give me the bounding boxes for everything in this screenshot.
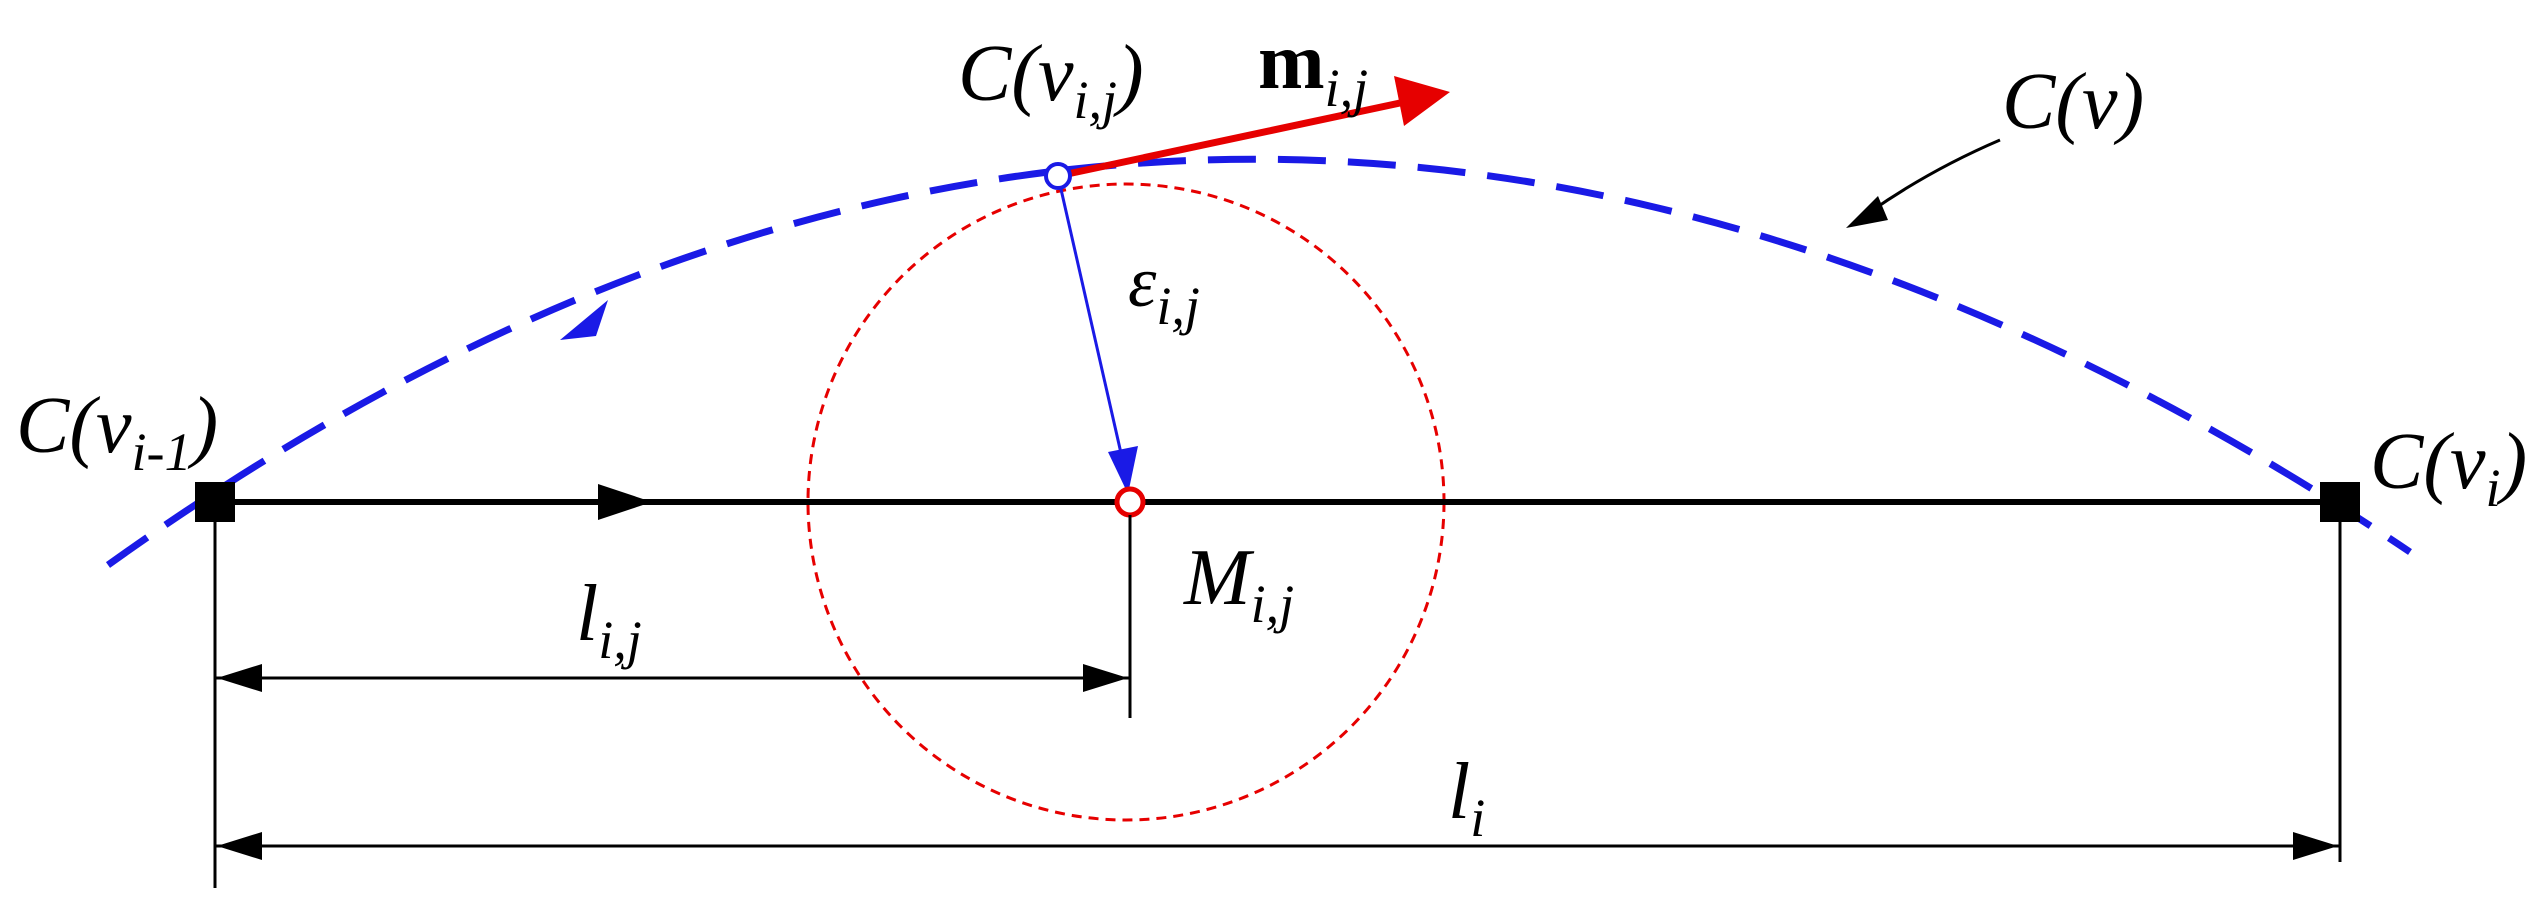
error-vector (1056, 175, 1125, 463)
curve-c-v (105, 155, 2412, 568)
label-tangent: mi,j (1258, 18, 1368, 118)
end-point-marker (2320, 482, 2360, 522)
dimension-total-arrow-left-icon (217, 832, 262, 860)
label-start-point: C(vi-1) (16, 382, 218, 482)
chord-direction-arrow-icon (598, 484, 652, 520)
error-arrow-icon (1108, 446, 1138, 494)
dimension-total-arrow-right-icon (2293, 832, 2338, 860)
label-partial-length: li,j (576, 570, 642, 670)
label-end-point: C(vi) (2370, 418, 2527, 518)
label-curve-point: C(vi,j) (958, 30, 1144, 130)
projection-point-marker (1114, 486, 1146, 518)
tangent-vector (1057, 99, 1401, 180)
curve-point-marker (1044, 162, 1072, 190)
dimension-partial-arrow-right-icon (1083, 664, 1128, 692)
curve-direction-arrow-icon (560, 300, 608, 340)
curve-label-leader-arrow-icon (1846, 196, 1888, 228)
label-curve: C(v) (2002, 58, 2144, 146)
label-error: εi,j (1128, 242, 1200, 336)
dimension-partial-arrow-left-icon (217, 664, 262, 692)
label-projection: Mi,j (1183, 534, 1294, 634)
label-total-length: li (1448, 748, 1485, 848)
curve-label-leader (1869, 138, 2001, 214)
tangent-arrow-icon (1394, 76, 1450, 126)
start-point-marker (195, 482, 235, 522)
